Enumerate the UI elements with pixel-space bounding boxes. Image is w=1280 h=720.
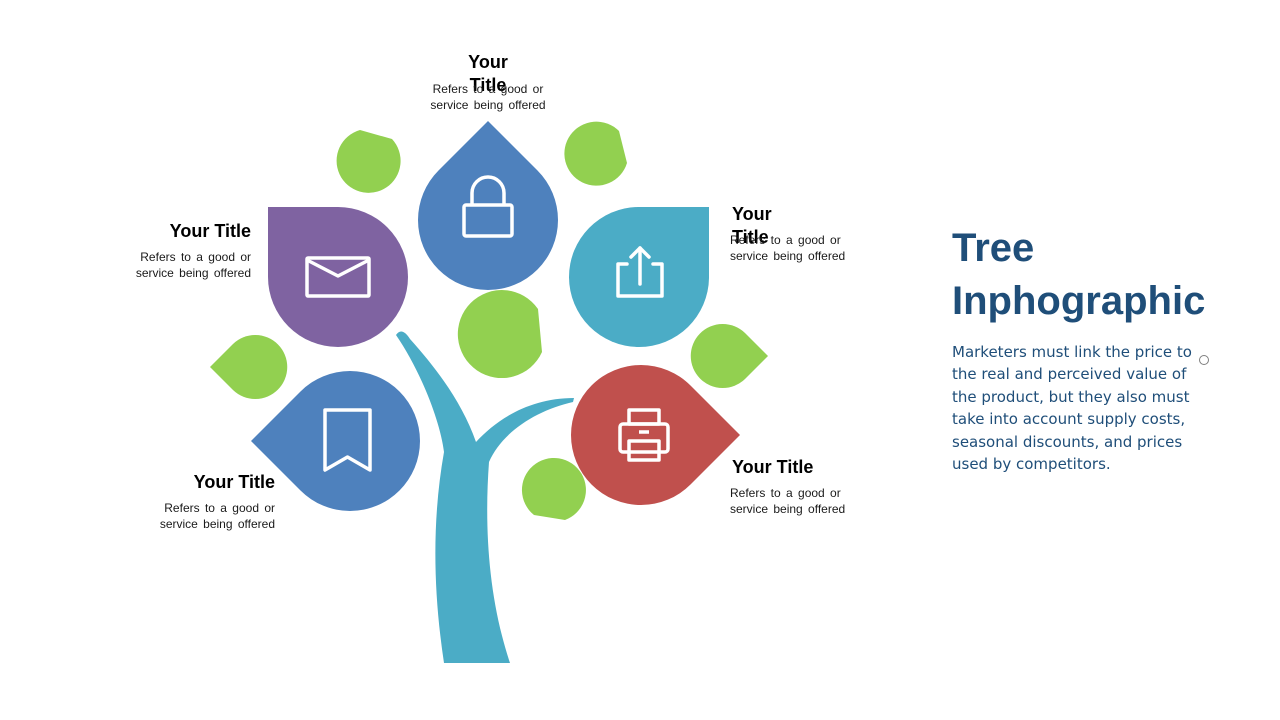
node-text-left-lower: Refers to a good or service being offere… (159, 501, 275, 531)
bookmark-icon (323, 408, 372, 472)
leaf (457, 290, 542, 379)
leaf (210, 335, 288, 399)
node-text-right-upper: Refers to a good or service being offere… (730, 233, 846, 263)
node-title-left-upper: Your Title (169, 221, 251, 241)
node-title-right-lower: Your Title (732, 457, 814, 477)
lock-icon (462, 175, 514, 238)
envelope-icon (305, 256, 371, 298)
node-title-top: Your Title (468, 52, 508, 95)
printer-icon (618, 408, 670, 462)
share-icon (616, 246, 664, 298)
node-text-right-lower: Refers to a good or service being offere… (730, 486, 846, 516)
page-description[interactable]: Marketers must link the price to the rea… (952, 343, 1192, 474)
node-title-right-upper: Your Title (732, 204, 772, 247)
text-box-resize-handle[interactable] (1199, 355, 1209, 365)
page-title: Tree Inphographic (952, 226, 1206, 323)
node-title-left-lower: Your Title (193, 472, 275, 492)
tree-trunk (396, 331, 574, 663)
leaf (336, 130, 401, 193)
leaf (521, 457, 586, 520)
node-text-top: Refers to a good or service being offere… (430, 82, 546, 112)
drop-shape-left-lower (251, 371, 420, 512)
drop-shape-right-lower (571, 365, 740, 506)
leaf (564, 121, 627, 186)
node-text-left-upper: Refers to a good or service being offere… (135, 250, 251, 280)
leaf (690, 324, 768, 388)
